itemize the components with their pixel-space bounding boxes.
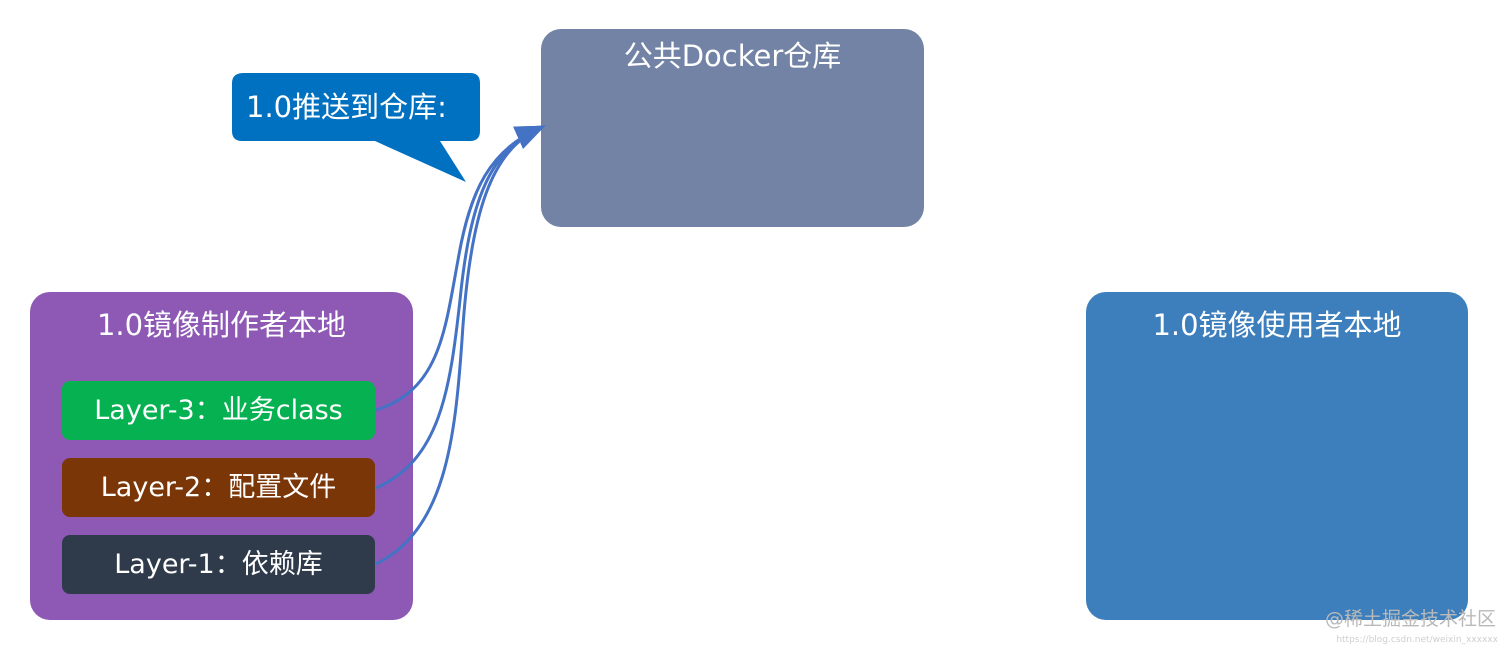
callout-label: 1.0推送到仓库:: [246, 90, 447, 124]
producer-local-box: 1.0镜像制作者本地 Layer-3：业务class Layer-2：配置文件 …: [30, 292, 413, 620]
public-docker-registry-box: 公共Docker仓库: [541, 29, 924, 227]
registry-title: 公共Docker仓库: [623, 39, 842, 73]
consumer-title: 1.0镜像使用者本地: [1152, 308, 1402, 342]
layer-2-block: Layer-2：配置文件: [62, 458, 375, 517]
watermark: @稀土掘金技术社区: [1324, 608, 1496, 630]
layer-1-block: Layer-1：依赖库: [62, 535, 375, 594]
watermark-url: https://blog.csdn.net/weixin_xxxxxx: [1336, 635, 1498, 645]
producer-title: 1.0镜像制作者本地: [96, 308, 347, 342]
layer-3-block: Layer-3：业务class: [62, 381, 375, 440]
consumer-local-box: 1.0镜像使用者本地: [1086, 292, 1468, 620]
